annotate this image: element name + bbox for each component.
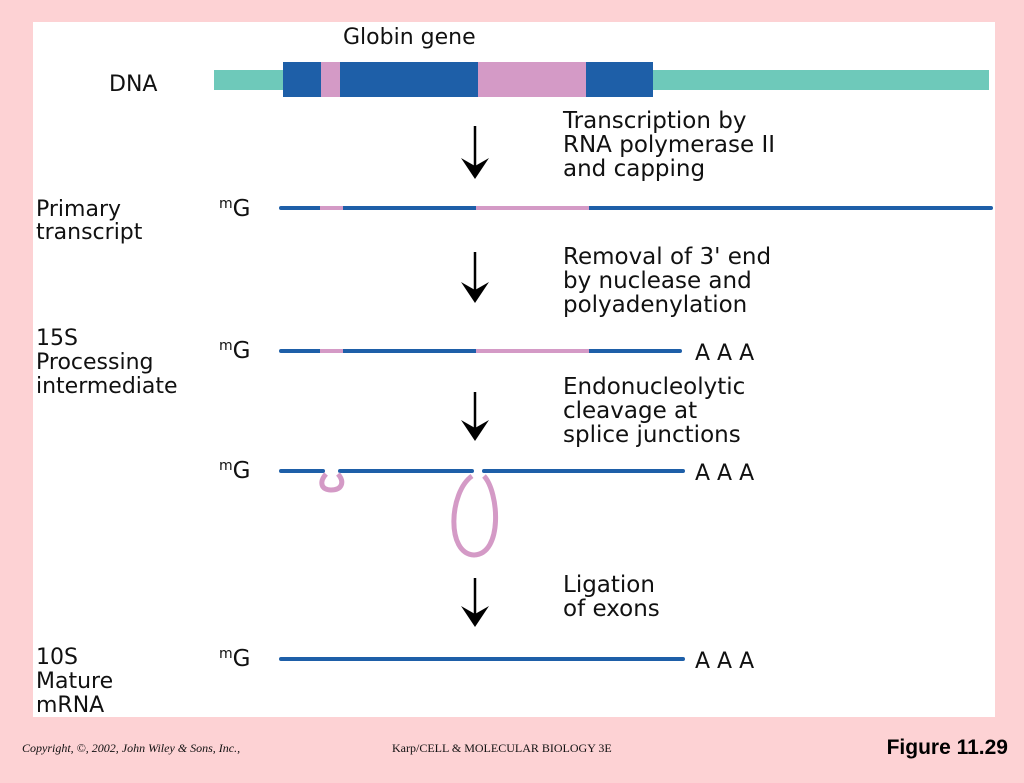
stage-4-poly-a: A A A [695,649,754,674]
stage-2-cap: mG [219,338,250,364]
arrow-1 [461,126,489,179]
figure-number: Figure 11.29 [886,736,1008,759]
copyright-text: Copyright, ©, 2002, John Wiley & Sons, I… [22,741,241,755]
arrow-4 [461,578,489,627]
figure-panel: Globin gene DNA Transcription by RNA pol… [33,22,995,717]
step-4-text: Ligation of exons [563,572,662,622]
arrow-3 [461,392,489,441]
stage-2-poly-a: A A A [695,341,754,366]
stage-1-label: Primary transcript [36,197,143,245]
stage-4-label: 10S Mature mRNA [36,645,120,717]
step-3-text: Endonucleolytic cleavage at splice junct… [563,374,753,448]
splicing-diagram: Globin gene DNA Transcription by RNA pol… [36,25,993,717]
dna-label: DNA [109,72,157,97]
gene-title: Globin gene [343,25,476,50]
dna-intron-2 [478,62,586,97]
stage-3-cap: mG [219,458,250,484]
dna-exon-block [283,62,653,97]
stage-1-cap: mG [219,196,250,222]
stage-3-poly-a: A A A [695,461,754,486]
step-2-text: Removal of 3' end by nuclease and polyad… [563,244,778,318]
stage-2-label: 15S Processing intermediate [36,326,178,399]
excised-intron-2 [451,473,499,558]
arrow-2 [461,252,489,303]
stage-4-cap: mG [219,646,250,672]
excised-intron-1 [319,472,345,493]
step-1-text: Transcription by RNA polymerase II and c… [562,108,782,182]
dna-intron-1 [321,62,340,97]
source-text: Karp/CELL & MOLECULAR BIOLOGY 3E [392,741,612,755]
